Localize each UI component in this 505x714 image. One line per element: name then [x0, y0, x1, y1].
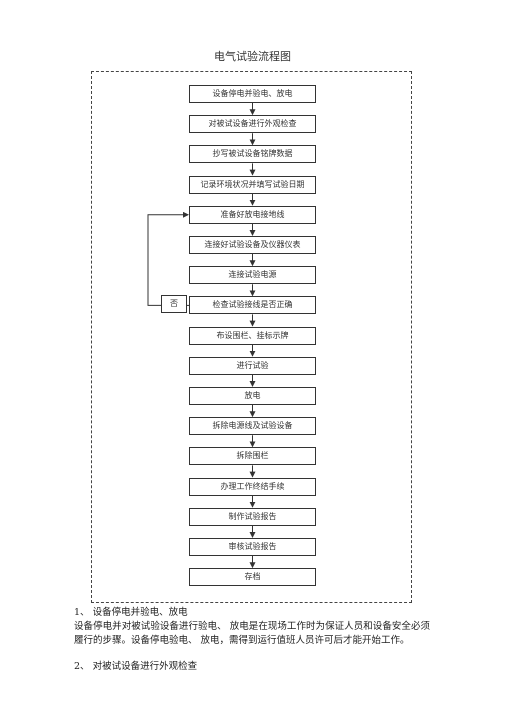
flow-step-14: 办理工作终结手续: [189, 477, 316, 496]
diagram-frame: [91, 71, 412, 603]
no-decision-box: 否: [161, 295, 187, 313]
section-paragraph-1: 设备停电并对被试验设备进行验电、 放电是在现场工作时为保证人员和设备安全必须履行…: [74, 621, 430, 646]
flow-step-16: 审核试验报告: [189, 538, 316, 556]
section-heading-1: 1、 设备停电并验电、放电: [74, 607, 188, 618]
section-heading-2: 2、 对被试设备进行外观检查: [74, 661, 198, 672]
flow-step-2: 对被试设备进行外观检查: [189, 115, 316, 134]
loop-back-arrow: [147, 211, 189, 306]
flow-step-9: 布设围栏、挂标示牌: [189, 326, 316, 345]
flow-step-10: 进行试验: [189, 356, 316, 375]
flow-step-4: 记录环境状况并填写试验日期: [189, 175, 316, 194]
flow-step-8: 检查试验接线是否正确: [189, 296, 316, 315]
flow-step-17: 存档: [189, 568, 316, 587]
diagram-title: 电气试验流程图: [214, 50, 291, 63]
flow-step-15: 制作试验报告: [189, 507, 316, 526]
flow-step-6: 连接好试验设备及仪器仪表: [189, 236, 316, 254]
flow-step-12: 拆除电源线及试验设备: [189, 417, 316, 436]
flow-step-5: 准备好放电接地线: [189, 205, 316, 224]
flow-step-3: 抄写被试设备铭牌数据: [189, 145, 316, 164]
flow-step-13: 拆除围栏: [189, 447, 316, 466]
flow-step-11: 放电: [189, 387, 316, 405]
flow-step-1: 设备停电并验电、放电: [189, 85, 316, 103]
flow-step-7: 连接试验电源: [189, 266, 316, 285]
